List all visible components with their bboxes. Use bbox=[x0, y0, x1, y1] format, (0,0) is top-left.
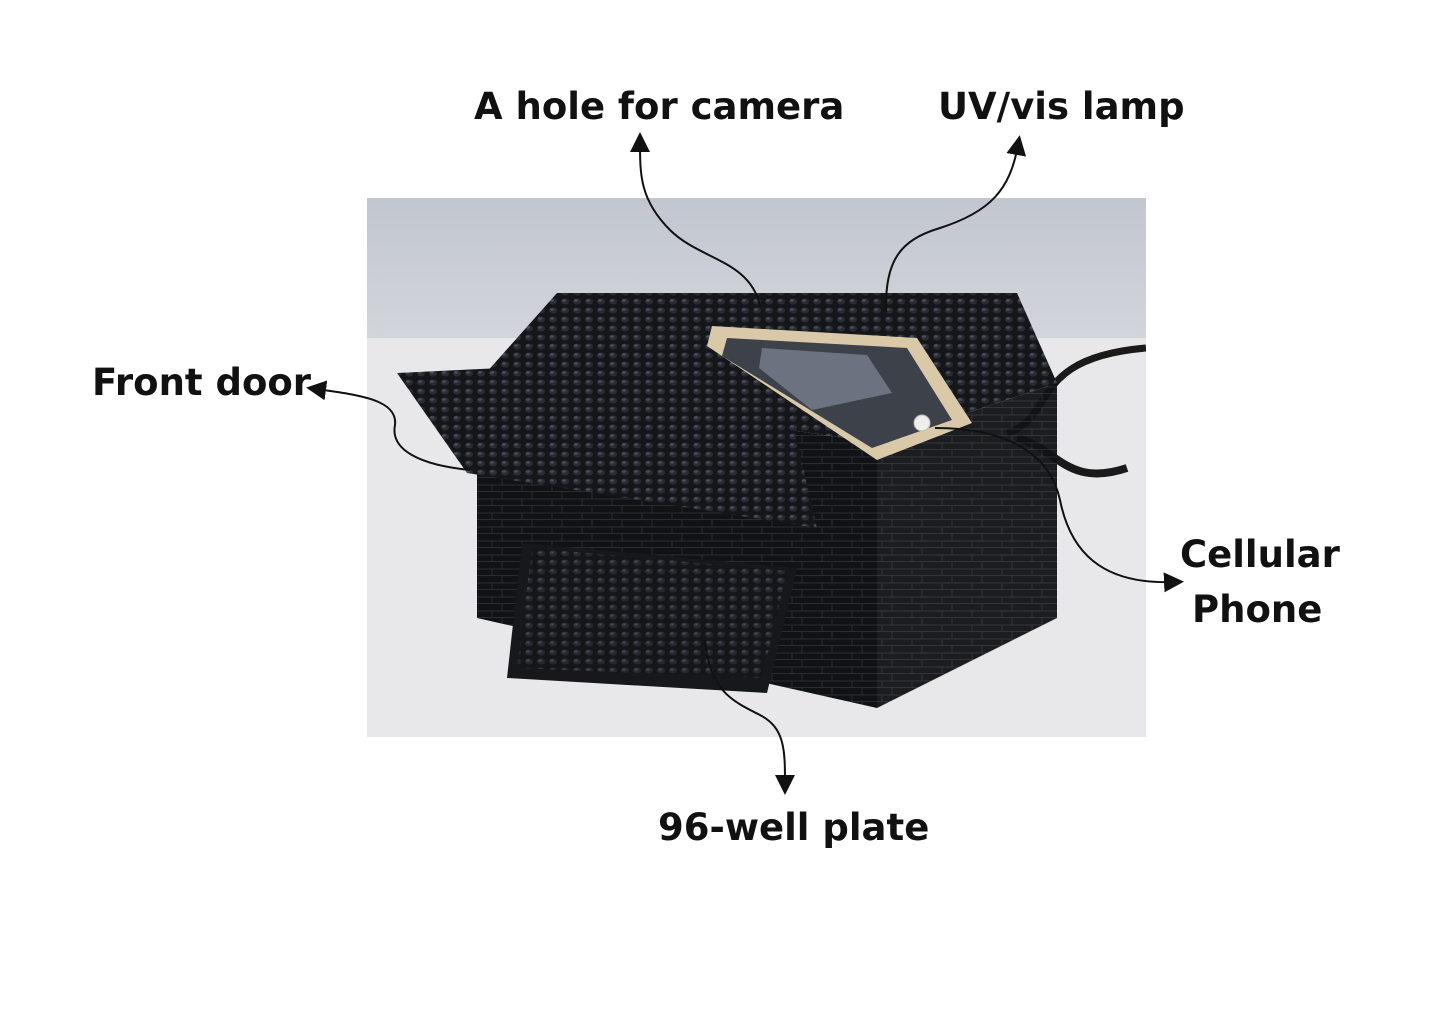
label-phone-line1: Cellular bbox=[1180, 533, 1340, 576]
front-door-arrow bbox=[306, 380, 471, 471]
label-plate: 96-well plate bbox=[658, 806, 930, 849]
label-camera-hole: A hole for camera bbox=[474, 85, 845, 128]
plate-arrow bbox=[704, 639, 795, 795]
box-side bbox=[877, 383, 1057, 708]
camera-arrow bbox=[630, 132, 761, 307]
label-front-door: Front door bbox=[92, 361, 312, 404]
label-lamp: UV/vis lamp bbox=[938, 85, 1185, 128]
phone bbox=[707, 326, 972, 460]
label-phone-line2: Phone bbox=[1192, 588, 1323, 631]
lamp-arrow bbox=[884, 135, 1027, 313]
front-door bbox=[397, 363, 817, 528]
device-photo bbox=[367, 198, 1146, 737]
phone-arrow bbox=[934, 427, 1184, 593]
